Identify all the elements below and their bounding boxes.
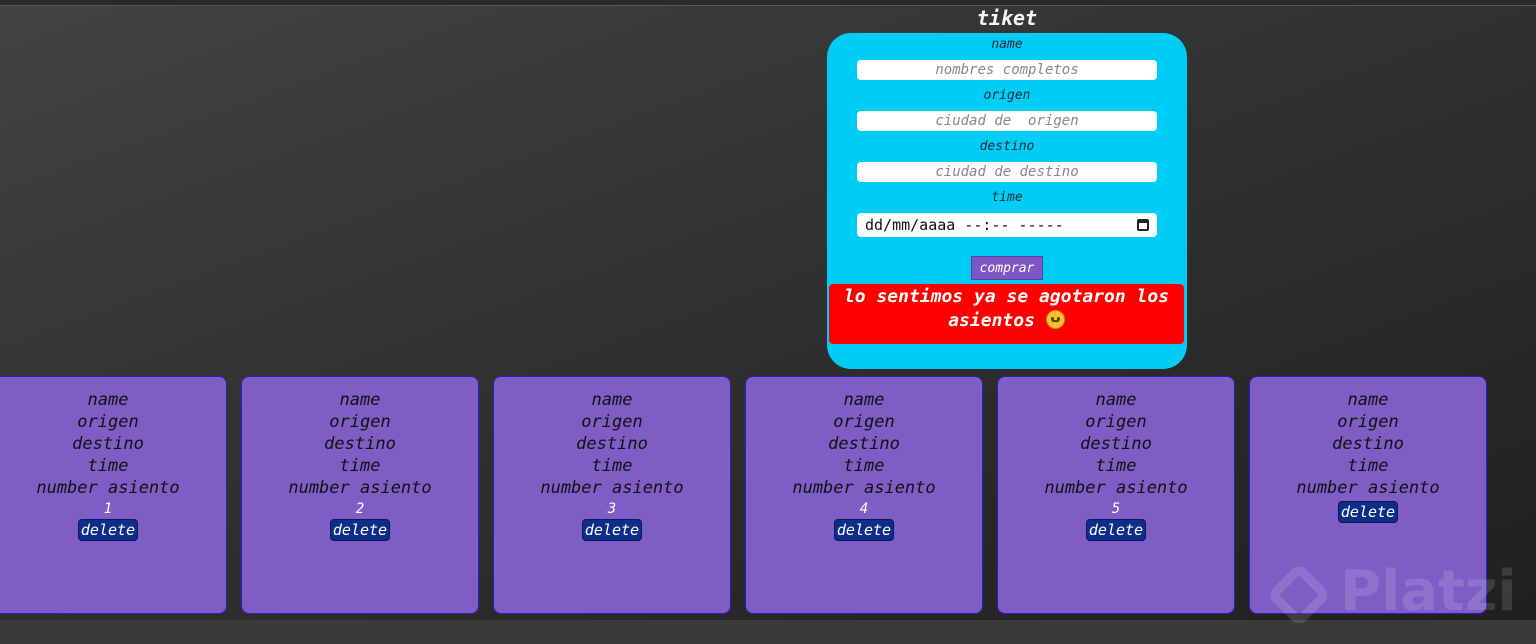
card-seat-label: number asiento: [540, 478, 684, 498]
card-seat-label: number asiento: [1296, 478, 1440, 498]
card-name: name: [591, 390, 633, 410]
card-seat-number: 2: [355, 501, 365, 517]
card-origen: origen: [77, 412, 139, 432]
ticket-form: name origen destino time dd/mm/aaaa --:-…: [827, 33, 1187, 369]
delete-button[interactable]: delete: [1085, 519, 1147, 541]
origen-input[interactable]: [857, 111, 1157, 131]
card-destino: destino: [324, 434, 396, 454]
delete-button[interactable]: delete: [833, 519, 895, 541]
card-seat-number: 4: [859, 501, 869, 517]
card-destino: destino: [72, 434, 144, 454]
destino-label: destino: [979, 139, 1035, 154]
card-seat-label: number asiento: [792, 478, 936, 498]
card-name: name: [843, 390, 885, 410]
origen-label: origen: [983, 88, 1031, 103]
destino-input[interactable]: [857, 162, 1157, 182]
card-origen: origen: [1085, 412, 1147, 432]
time-input-value: dd/mm/aaaa --:-- -----: [865, 216, 1064, 234]
card-destino: destino: [828, 434, 900, 454]
card-seat-number: 1: [103, 501, 113, 517]
card-destino: destino: [1332, 434, 1404, 454]
platzi-watermark: Platzi: [1262, 552, 1536, 632]
platzi-watermark-text: Platzi: [1340, 559, 1517, 624]
card-origen: origen: [1337, 412, 1399, 432]
card-name: name: [87, 390, 129, 410]
bottom-band: [0, 620, 1536, 644]
form-title: tiket: [976, 6, 1038, 30]
card-seat-number: 3: [607, 501, 617, 517]
card-name: name: [1347, 390, 1389, 410]
card-seat-number: 5: [1111, 501, 1121, 517]
name-input[interactable]: [857, 60, 1157, 80]
platzi-logo-icon: [1266, 562, 1332, 628]
calendar-icon[interactable]: [1137, 219, 1149, 231]
card-origen: origen: [329, 412, 391, 432]
card-time: time: [843, 456, 885, 476]
sold-out-alert: lo sentimos ya se agotaron los asientos: [829, 284, 1184, 344]
delete-button[interactable]: delete: [581, 519, 643, 541]
delete-button[interactable]: delete: [77, 519, 139, 541]
name-label: name: [991, 37, 1023, 52]
card-origen: origen: [833, 412, 895, 432]
card-time: time: [1347, 456, 1389, 476]
card-name: name: [1095, 390, 1137, 410]
card-seat-label: number asiento: [1044, 478, 1188, 498]
card-destino: destino: [576, 434, 648, 454]
pleading-face-icon: [1045, 310, 1065, 329]
time-label: time: [991, 190, 1023, 205]
sold-out-message: lo sentimos ya se agotaron los asientos: [843, 286, 1170, 331]
window-top-edge: [0, 0, 1536, 6]
card-time: time: [87, 456, 129, 476]
card-seat-label: number asiento: [288, 478, 432, 498]
time-input[interactable]: dd/mm/aaaa --:-- -----: [857, 213, 1157, 237]
card-name: name: [339, 390, 381, 410]
card-time: time: [339, 456, 381, 476]
card-time: time: [1095, 456, 1137, 476]
comprar-button[interactable]: comprar: [971, 256, 1043, 280]
card-destino: destino: [1080, 434, 1152, 454]
card-time: time: [591, 456, 633, 476]
card-origen: origen: [581, 412, 643, 432]
card-seat-label: number asiento: [36, 478, 180, 498]
delete-button[interactable]: delete: [329, 519, 391, 541]
delete-button[interactable]: delete: [1337, 501, 1399, 523]
